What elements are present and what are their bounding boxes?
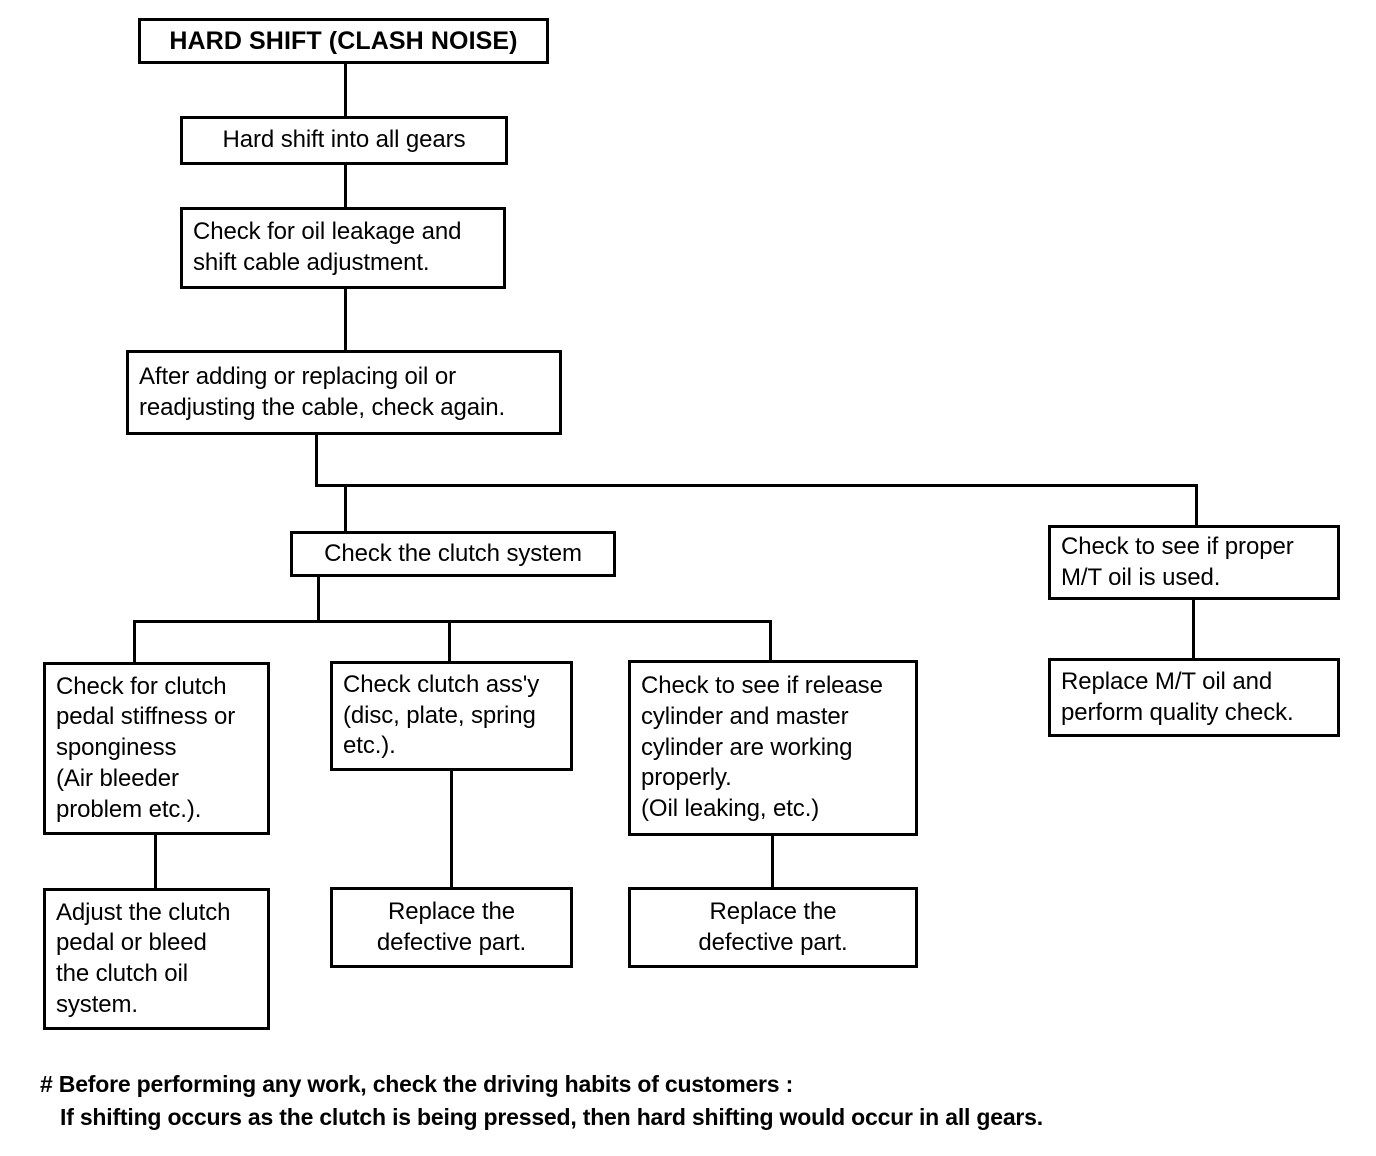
connector-check-oil-to-recheck — [344, 289, 347, 350]
connector-main-branch-bus — [315, 484, 1198, 487]
node-replace-mt-oil: Replace M/T oil and perform quality chec… — [1048, 658, 1340, 737]
node-replace-defective-part-right-label: Replace the defective part. — [698, 897, 848, 956]
connector-clutch-branch-bus — [133, 620, 772, 623]
connector-bus-to-clutch-system — [344, 484, 347, 531]
node-replace-defective-part-middle: Replace the defective part. — [330, 887, 573, 968]
connector-mt-oil-to-replace — [1192, 600, 1195, 658]
node-check-clutch-pedal-stiffness: Check for clutch pedal stiffness or spon… — [43, 662, 270, 835]
node-check-clutch-pedal-label: Check for clutch pedal stiffness or spon… — [56, 672, 236, 823]
connector-bus-to-check-pedal — [133, 620, 136, 662]
node-root-hard-shift: HARD SHIFT (CLASH NOISE) — [138, 18, 549, 64]
connector-symptom-to-check-oil — [344, 165, 347, 207]
node-recheck-label: After adding or replacing oil or readjus… — [139, 362, 506, 421]
connector-cylinders-to-replace — [771, 836, 774, 887]
node-check-release-master-cylinder-label: Check to see if release cylinder and mas… — [641, 672, 883, 823]
node-check-proper-mt-oil: Check to see if proper M/T oil is used. — [1048, 525, 1340, 600]
connector-check-pedal-to-adjust — [154, 835, 157, 888]
node-root-label: HARD SHIFT (CLASH NOISE) — [169, 27, 518, 55]
footnote-line-1: # Before performing any work, check the … — [40, 1071, 794, 1097]
node-check-clutch-system: Check the clutch system — [290, 531, 616, 577]
node-check-clutch-system-label: Check the clutch system — [324, 539, 582, 567]
connector-bus-to-mt-oil — [1195, 484, 1198, 525]
connector-recheck-down — [315, 435, 318, 487]
connector-bus-to-check-cylinders — [769, 620, 772, 660]
node-check-release-master-cylinder: Check to see if release cylinder and mas… — [628, 660, 918, 836]
node-recheck-after-adding-oil: After adding or replacing oil or readjus… — [126, 350, 562, 435]
connector-bus-to-check-clutch-assy — [448, 620, 451, 661]
node-replace-defective-part-right: Replace the defective part. — [628, 887, 918, 968]
node-check-proper-mt-oil-label: Check to see if proper M/T oil is used. — [1061, 532, 1294, 591]
connector-clutch-assy-to-replace — [450, 771, 453, 887]
node-adjust-clutch-pedal-label: Adjust the clutch pedal or bleed the clu… — [56, 898, 231, 1018]
connector-root-to-symptom — [344, 64, 347, 116]
node-replace-mt-oil-label: Replace M/T oil and perform quality chec… — [1061, 667, 1294, 726]
node-check-clutch-assy: Check clutch ass'y (disc, plate, spring … — [330, 661, 573, 771]
node-symptom-label: Hard shift into all gears — [222, 126, 466, 154]
node-replace-defective-part-middle-label: Replace the defective part. — [376, 897, 527, 956]
node-check-oil-leakage-cable: Check for oil leakage and shift cable ad… — [180, 207, 506, 289]
node-symptom-hard-shift-all-gears: Hard shift into all gears — [180, 116, 508, 165]
node-check-oil-leakage-label: Check for oil leakage and shift cable ad… — [193, 218, 462, 276]
node-check-clutch-assy-label: Check clutch ass'y (disc, plate, spring … — [343, 670, 540, 760]
connector-clutch-system-down — [317, 577, 320, 623]
footnote-line-2: If shifting occurs as the clutch is bein… — [60, 1104, 1043, 1130]
node-adjust-clutch-pedal: Adjust the clutch pedal or bleed the clu… — [43, 888, 270, 1030]
